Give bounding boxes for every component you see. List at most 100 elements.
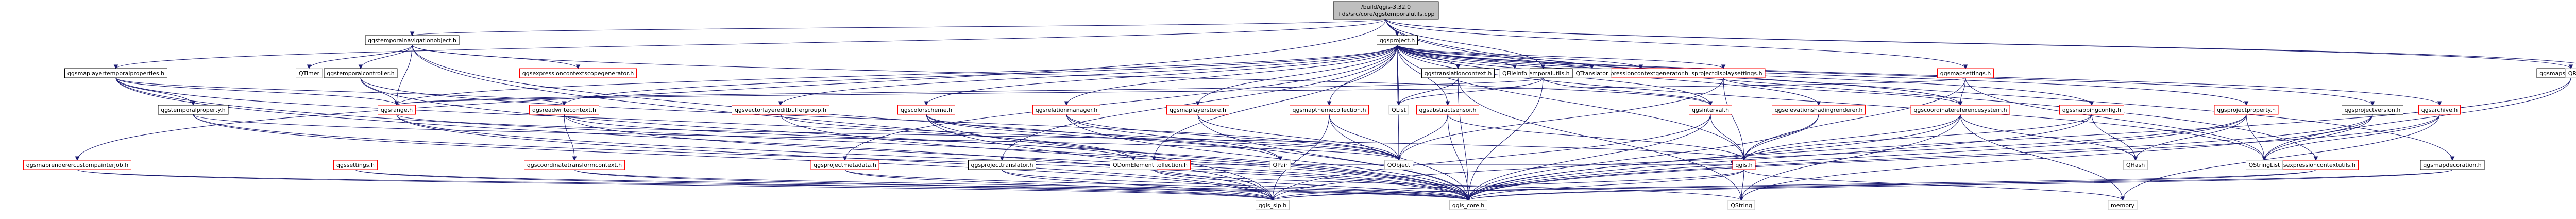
node-qgsmaplayerstore[interactable]: qgsmaplayerstore.h (1166, 105, 1229, 115)
node-box (296, 68, 323, 78)
edge-qgsprojectversion-to-QString (1741, 114, 2373, 201)
node-qgselevationshadingrenderer[interactable]: qgselevationshadingrenderer.h (1772, 105, 1866, 115)
node-qgstemporalnavigationobject[interactable]: qgstemporalnavigationobject.h (365, 35, 460, 45)
node-qgsprojectversion[interactable]: qgsprojectversion.h (2342, 105, 2403, 115)
node-qgsproject[interactable]: qgsproject.h (1377, 35, 1418, 45)
node-QList[interactable]: QList (1388, 105, 1409, 115)
node-qgsexpressioncontextutils[interactable]: qgsexpressioncontextutils.h (2273, 160, 2359, 170)
node-qgsmapsettings[interactable]: qgsmapsettings.h (1937, 68, 1994, 78)
node-memory[interactable]: memory (2108, 200, 2138, 210)
root-file-label-line2: +ds/src/core/qgstemporalutils.cpp (1337, 11, 1434, 18)
node-qgsprojectproperty[interactable]: qgsprojectproperty.h (2214, 105, 2279, 115)
edge-qgis-to-qgis_core (1468, 169, 1744, 201)
edge-qgstemporalnavigationobject-to-QTimer (309, 44, 413, 69)
edge-qgstemporalnavigationobject-to-qgsexpressioncontextscopegenerator (412, 44, 579, 69)
node-qgscoordinatereferencesystem[interactable]: qgscoordinatereferencesystem.h (1910, 105, 2010, 115)
node-QString[interactable]: QString (1727, 200, 1755, 210)
edge-qgsrelationmanager-to-qgis_core (1066, 114, 1469, 201)
node-qgsreadwritecontext[interactable]: qgsreadwritecontext.h (529, 105, 599, 115)
edge-qgstemporalutils-to-qgsrange (396, 77, 1544, 106)
node-qgsexpressioncontextscopegenerator[interactable]: qgsexpressioncontextscopegenerator.h (519, 68, 637, 78)
edge-qgsrange-to-qgis (396, 114, 1744, 161)
edge-qgsproject-to-qgsrelationmanager (1066, 44, 1398, 106)
node-label: qgstemporalnavigationobject.h (368, 37, 456, 44)
node-qgsmaplayertemporalproperties[interactable]: qgsmaplayertemporalproperties.h (64, 68, 167, 78)
node-qgsabstractsensor[interactable]: qgsabstractsensor.h (1416, 105, 1479, 115)
edge-qgsprojectproperty-to-QHash (2135, 114, 2247, 161)
edge-qgscolorscheme-to-QPair (926, 114, 1281, 161)
edge-qgsproject-to-QStringList (1397, 44, 2265, 161)
edge-arrowhead (2089, 101, 2094, 106)
node-QRegularExpression[interactable]: QRegularExpression (2565, 68, 2576, 78)
edge-arrowhead (1064, 101, 1069, 106)
node-QObject[interactable]: QObject (1384, 160, 1413, 170)
edge-arrowhead (2120, 196, 2125, 201)
node-label: qgsabstractsensor.h (1419, 107, 1477, 113)
edge-arrowhead (562, 101, 567, 106)
node-box (1032, 105, 1100, 115)
node-qgis[interactable]: qgis.h (1732, 160, 1756, 170)
node-label: QFileInfo (1502, 70, 1527, 77)
node-qgsmapthemecollection[interactable]: qgsmapthemecollection.h (1290, 105, 1369, 115)
edge-qgsmapsettings-to-qgsrange (396, 77, 1966, 106)
node-label: qgsmapsettings.h (1940, 70, 1991, 77)
node-box (324, 68, 398, 78)
node-label: qgscoordinatetransformcontext.h (527, 162, 622, 169)
node-qgsrelationmanager[interactable]: qgsrelationmanager.h (1032, 105, 1100, 115)
edge-arrowhead (1708, 101, 1713, 106)
node-qgscoordinatetransformcontext[interactable]: qgscoordinatetransformcontext.h (524, 160, 625, 170)
node-QTimer[interactable]: QTimer (296, 68, 323, 78)
edge-qgsprojectproperty-to-qgis_sip (1272, 114, 2247, 201)
node-label: qgsmapthemecollection.h (1293, 107, 1366, 113)
edge-qgsprojectmetadata-to-qgis_core (844, 169, 1469, 201)
node-QTranslator[interactable]: QTranslator (1572, 68, 1612, 78)
edge-qgsprojectproperty-to-QStringList (2246, 114, 2265, 161)
node-QStringList[interactable]: QStringList (2246, 160, 2283, 170)
node-qgis-core[interactable]: qgis_core.h (1449, 200, 1487, 210)
root-file-node[interactable]: /build/qgis-3.32.0 +ds/src/core/qgstempo… (1333, 1, 1439, 20)
edge-qgsprojecttranslator-to-qgis_core (1002, 169, 1469, 201)
node-qgsvectorlayereditbuffergroup[interactable]: qgsvectorlayereditbuffergroup.h (732, 105, 829, 115)
node-label: QTranslator (1575, 70, 1608, 77)
node-QPair[interactable]: QPair (1269, 160, 1291, 170)
edge-arrowhead (2262, 156, 2267, 161)
node-QDomElement[interactable]: QDomElement (1110, 160, 1157, 170)
edge-arrowhead (1270, 196, 1275, 201)
edge-qgstemporalutils-to-qgis_core (1468, 77, 1544, 201)
node-qgstranslationcontext[interactable]: qgstranslationcontext.h (1421, 68, 1495, 78)
node-qgstemporalcontroller[interactable]: qgstemporalcontroller.h (324, 68, 398, 78)
node-qgsinterval[interactable]: qgsinterval.h (1689, 105, 1732, 115)
node-box (2418, 105, 2461, 115)
node-qgsarchive[interactable]: qgsarchive.h (2418, 105, 2461, 115)
node-qgsprojectmetadata[interactable]: qgsprojectmetadata.h (810, 160, 879, 170)
node-qgscolorscheme[interactable]: qgscolorscheme.h (897, 105, 955, 115)
node-box (1732, 160, 1756, 170)
node-box (2246, 160, 2283, 170)
edge-qgstemporalnavigationobject-to-qgstemporalcontroller (360, 44, 413, 69)
edge-root-to-qgstemporalutils (1385, 19, 1544, 69)
node-qgsprojectdisplaysettings[interactable]: qgsprojectdisplaysettings.h (1681, 68, 1766, 78)
node-label: qgsrelationmanager.h (1036, 107, 1098, 113)
edge-qgsprojectversion-to-qgis_core (1468, 114, 2373, 201)
node-qgssettings[interactable]: qgssettings.h (333, 160, 378, 170)
edge-qgsarchive-to-memory (2122, 114, 2440, 201)
edge-qgsreadwritecontext-to-qgscoordinatetransformcontext (564, 114, 575, 161)
node-qgsexpressioncontextgenerator[interactable]: qgsexpressioncontextgenerator.h (1590, 68, 1691, 78)
node-qgis-sip[interactable]: qgis_sip.h (1256, 200, 1290, 210)
node-qgsmapdecoration[interactable]: qgsmapdecoration.h (2420, 160, 2485, 170)
node-box (1388, 105, 1409, 115)
node-qgssnappingconfig[interactable]: qgssnappingconfig.h (2059, 105, 2124, 115)
edge-qgstranslationcontext-to-qgis_core (1458, 77, 1469, 201)
node-qgsmaprendercustompainterjob[interactable]: qgsmaprenderercustompainterjob.h (23, 160, 131, 170)
node-QFileInfo[interactable]: QFileInfo (1499, 68, 1530, 78)
edge-qgsexpressioncontextutils-to-qgis_core (1468, 169, 2316, 201)
node-QHash[interactable]: QHash (2123, 160, 2148, 170)
node-qgsrange[interactable]: qgsrange.h (378, 105, 416, 115)
node-box (1269, 160, 1291, 170)
edge-qgis-to-memory (1743, 169, 2123, 201)
node-label: QHash (2126, 162, 2145, 169)
edge-root-to-QRegularExpression (1385, 19, 2576, 64)
node-qgstemporalproperty[interactable]: qgstemporalproperty.h (158, 105, 229, 115)
node-box (897, 105, 955, 115)
node-qgsprojecttranslator[interactable]: qgsprojecttranslator.h (968, 160, 1036, 170)
